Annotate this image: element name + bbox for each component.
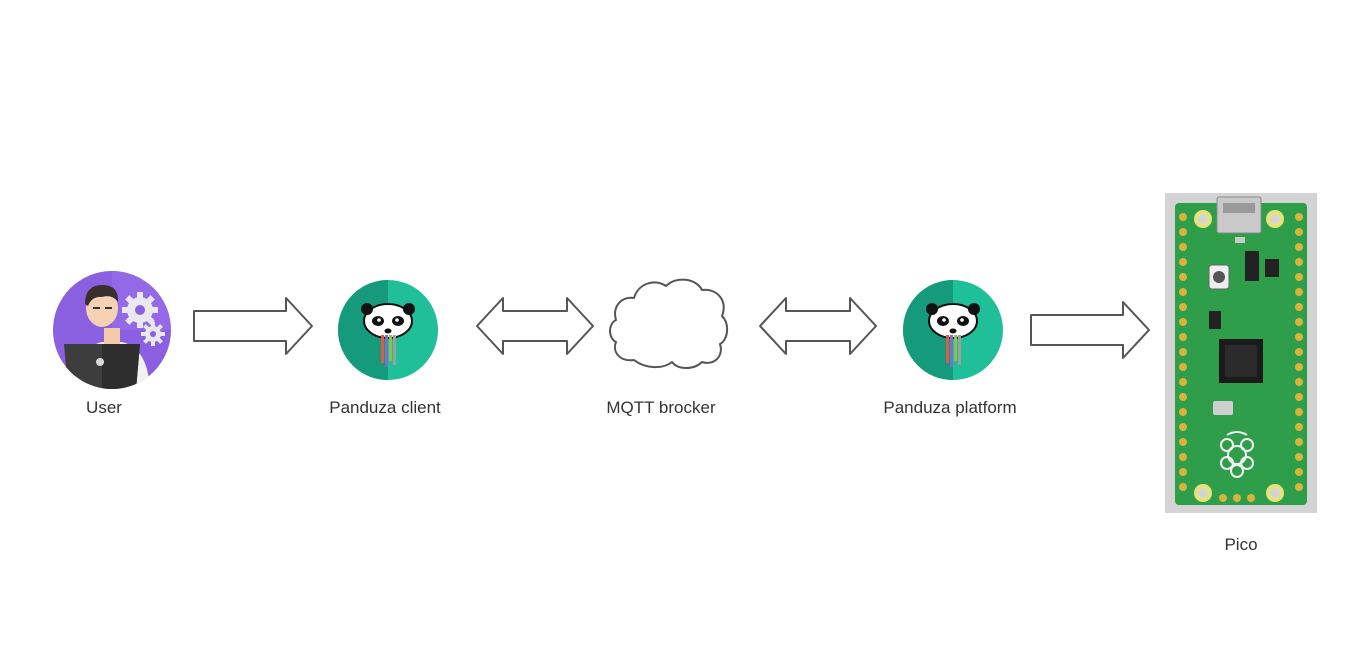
user-icon — [53, 271, 171, 389]
panduza-client-node — [337, 279, 439, 381]
cloud-icon — [609, 278, 728, 369]
panduza-logo-icon — [338, 280, 438, 380]
mqtt-broker-node — [606, 276, 730, 370]
arrow-broker-platform — [758, 296, 880, 356]
user-node — [52, 270, 172, 390]
panduza-logo-icon — [903, 280, 1003, 380]
client-label: Panduza client — [329, 398, 441, 417]
right-arrow-icon — [1030, 301, 1150, 359]
arrow-client-broker — [475, 296, 597, 356]
pico-board-image — [1165, 193, 1317, 513]
double-arrow-icon — [759, 297, 877, 355]
platform-label: Panduza platform — [883, 398, 1017, 417]
panduza-platform-node — [902, 279, 1004, 381]
raspberry-pi-pico-icon — [1165, 193, 1317, 513]
user-label: User — [86, 398, 122, 417]
double-arrow-icon — [476, 297, 594, 355]
arrow-platform-to-pico — [1029, 300, 1153, 360]
broker-label: MQTT brocker — [606, 398, 716, 417]
arrow-user-to-client — [192, 296, 316, 356]
right-arrow-icon — [193, 297, 313, 355]
pico-label: Pico — [1224, 535, 1258, 554]
